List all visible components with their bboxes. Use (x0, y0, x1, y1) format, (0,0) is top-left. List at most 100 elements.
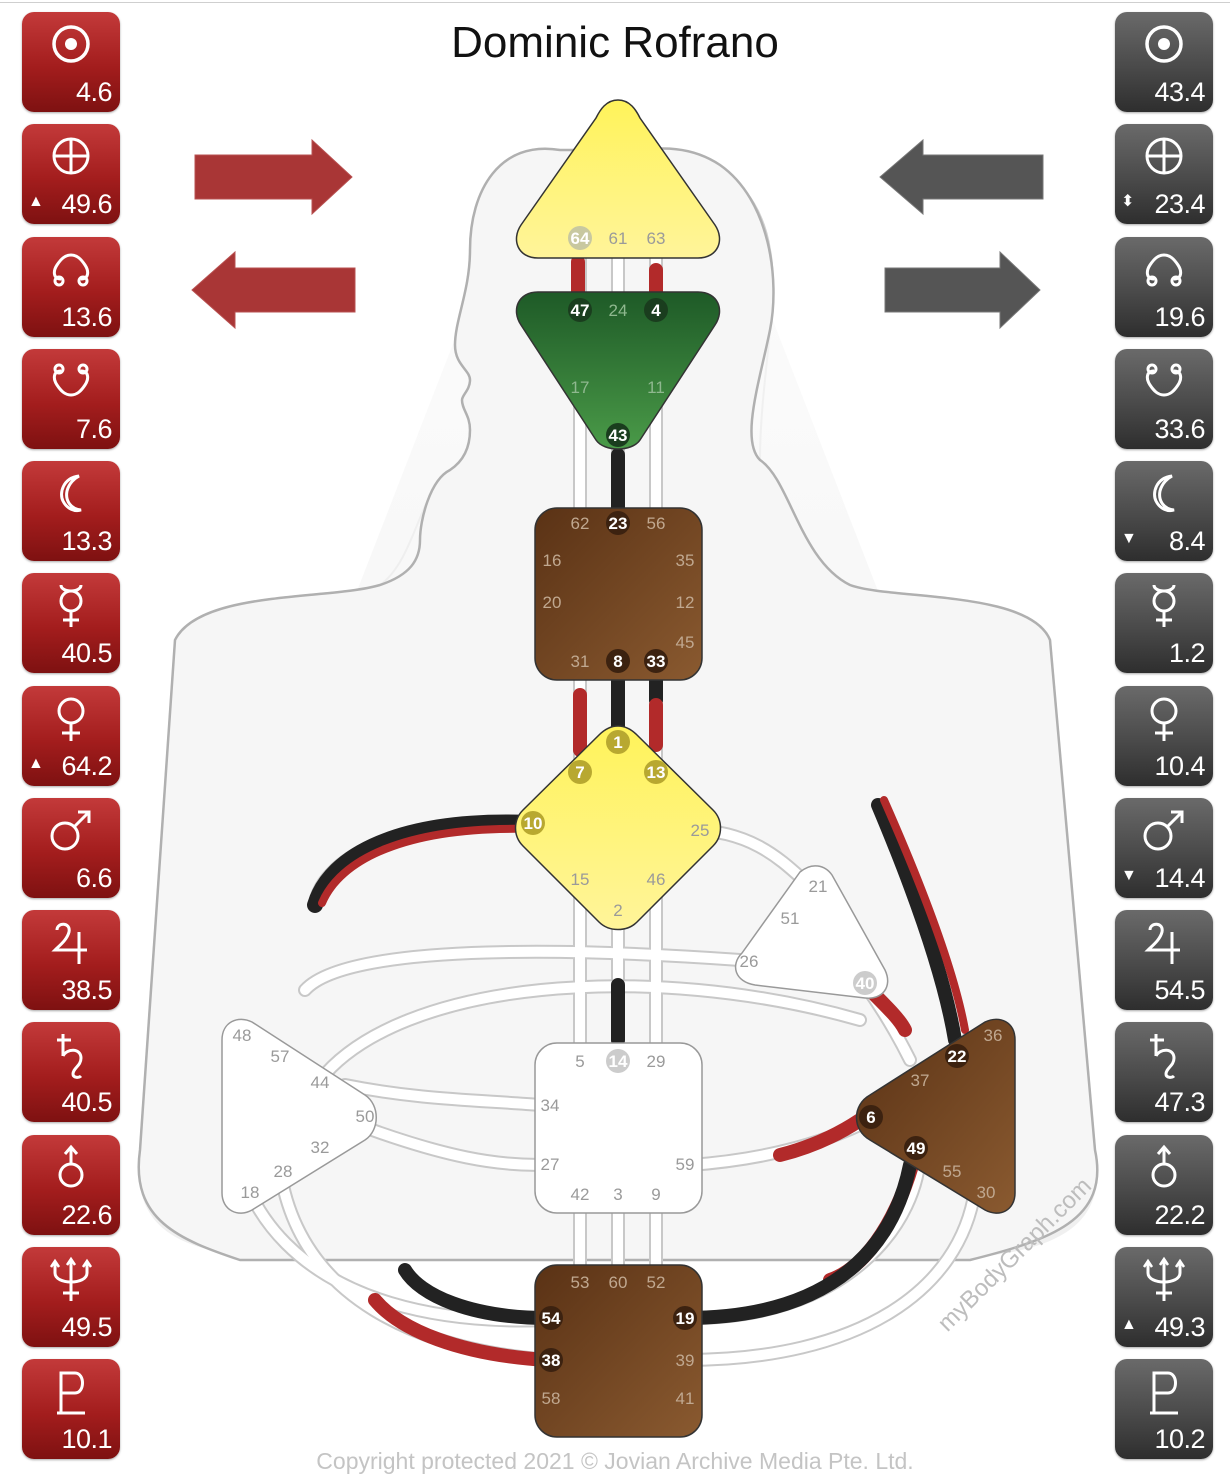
copyright-notice: Copyright protected 2021 © Jovian Archiv… (316, 1448, 914, 1474)
gate-61: 61 (609, 229, 628, 248)
gate-20: 20 (543, 593, 562, 612)
gate-35: 35 (676, 551, 695, 570)
gate-6: 6 (866, 1108, 875, 1127)
gate-41: 41 (676, 1389, 695, 1408)
gate-8: 8 (613, 652, 622, 671)
gate-43: 43 (609, 426, 628, 445)
head-center (515, 99, 721, 259)
jupiter-icon (1144, 922, 1180, 964)
exaltation-mark: ⬍ (1121, 193, 1135, 211)
gate-line-value: 8.4 (1168, 526, 1206, 556)
personality-planet-jupiter: 54.5 (1115, 910, 1213, 1010)
gate-29: 29 (647, 1052, 666, 1071)
moon-icon (60, 474, 82, 513)
gate-4: 4 (651, 301, 661, 320)
gate-7: 7 (575, 763, 584, 782)
gate-30: 30 (977, 1183, 996, 1202)
design-planet-sun: 4.6 (22, 12, 120, 112)
personality-planet-earth: ⬍23.4 (1115, 124, 1213, 225)
gate-21: 21 (809, 877, 828, 896)
gate-5: 5 (575, 1052, 584, 1071)
sun-icon (52, 25, 90, 63)
personality-planet-saturn: 47.3 (1115, 1022, 1213, 1123)
personality-planet-mars: ▼14.4 (1115, 797, 1213, 898)
gate-line-value: 13.6 (61, 301, 112, 332)
gate-64: 64 (571, 229, 590, 248)
jupiter-icon (51, 922, 87, 964)
mercury-icon (59, 584, 83, 628)
gate-line-value: 4.6 (75, 77, 113, 107)
gate-markers (521, 226, 969, 1372)
gate-49: 49 (907, 1139, 926, 1158)
gate-52: 52 (647, 1273, 666, 1292)
design-planet-mercury: 40.5 (22, 573, 120, 674)
gate-45: 45 (676, 633, 695, 652)
ajna-center (515, 291, 721, 450)
gate-48: 48 (233, 1026, 252, 1045)
south-node-icon (52, 363, 90, 397)
gate-47: 47 (571, 301, 590, 320)
gate-37: 37 (911, 1071, 930, 1090)
gate-58: 58 (542, 1389, 561, 1408)
moon-icon (1153, 474, 1175, 513)
gate-63: 63 (647, 229, 666, 248)
design-planet-saturn: 40.5 (22, 1022, 120, 1123)
gate-46: 46 (647, 870, 666, 889)
gate-25: 25 (691, 821, 710, 840)
gate-40: 40 (856, 974, 875, 993)
exaltation-mark: ▼ (1121, 530, 1137, 547)
gate-42: 42 (571, 1185, 590, 1204)
gate-line-value: 38.5 (61, 975, 112, 1005)
solar-plexus-center (855, 1018, 1016, 1214)
gate-1: 1 (613, 733, 622, 752)
gate-39: 39 (676, 1351, 695, 1370)
gate-line-value: 40.5 (61, 1087, 112, 1118)
personality-planet-north-node: 19.6 (1115, 236, 1213, 337)
venus-icon (57, 697, 85, 741)
personality-planet-neptune: ▲49.3 (1115, 1246, 1213, 1347)
gate-14: 14 (609, 1052, 628, 1071)
sun-icon (1145, 25, 1183, 63)
gate-62: 62 (571, 514, 590, 533)
design-bottom-arrow (191, 250, 356, 330)
gate-22: 22 (948, 1047, 967, 1066)
pluto-icon (57, 1371, 85, 1415)
gate-12: 12 (676, 593, 695, 612)
saturn-icon (1150, 1034, 1176, 1080)
personality-planet-pluto: 10.2 (1115, 1359, 1213, 1459)
exaltation-mark: ▲ (28, 754, 44, 772)
gate-line-value: 43.4 (1154, 77, 1205, 107)
design-planet-pluto: 10.1 (22, 1359, 120, 1459)
personality-planet-south-node: 33.6 (1115, 348, 1213, 449)
gate-53: 53 (571, 1273, 590, 1292)
gate-line-value: 22.2 (1154, 1199, 1205, 1230)
gate-line-value: 22.6 (61, 1199, 112, 1230)
gate-line-value: 33.6 (1154, 413, 1205, 444)
uranus-icon (58, 1144, 84, 1187)
personality-planet-uranus: 22.2 (1115, 1134, 1213, 1235)
pluto-icon (1150, 1371, 1178, 1415)
gate-line-value: 7.6 (75, 413, 113, 444)
personality-planet-moon: ▼ 8.4 (1115, 461, 1213, 561)
gate-10: 10 (524, 814, 543, 833)
personality-planet-mercury: 1.2 (1115, 573, 1213, 674)
gate-38-design (368, 1293, 555, 1367)
gate-34: 34 (541, 1096, 560, 1115)
gate-32: 32 (311, 1138, 330, 1157)
gate-15: 15 (571, 870, 590, 889)
personality-planet-venus: 10.4 (1115, 685, 1213, 786)
gate-57: 57 (271, 1047, 290, 1066)
gate-27: 27 (541, 1155, 560, 1174)
gate-60: 60 (609, 1273, 628, 1292)
design-planet-north-node: 13.6 (22, 236, 120, 337)
gate-line-value: 64.2 (61, 750, 112, 781)
gate-line-value: 40.5 (61, 638, 112, 669)
top-divider (0, 2, 1230, 3)
gate-line-value: 6.6 (75, 862, 113, 893)
design-planet-uranus: 22.6 (22, 1134, 120, 1235)
gate-line-value: 54.5 (1154, 975, 1205, 1005)
gate-16: 16 (543, 551, 562, 570)
gate-28: 28 (274, 1162, 293, 1181)
earth-icon (52, 137, 90, 175)
